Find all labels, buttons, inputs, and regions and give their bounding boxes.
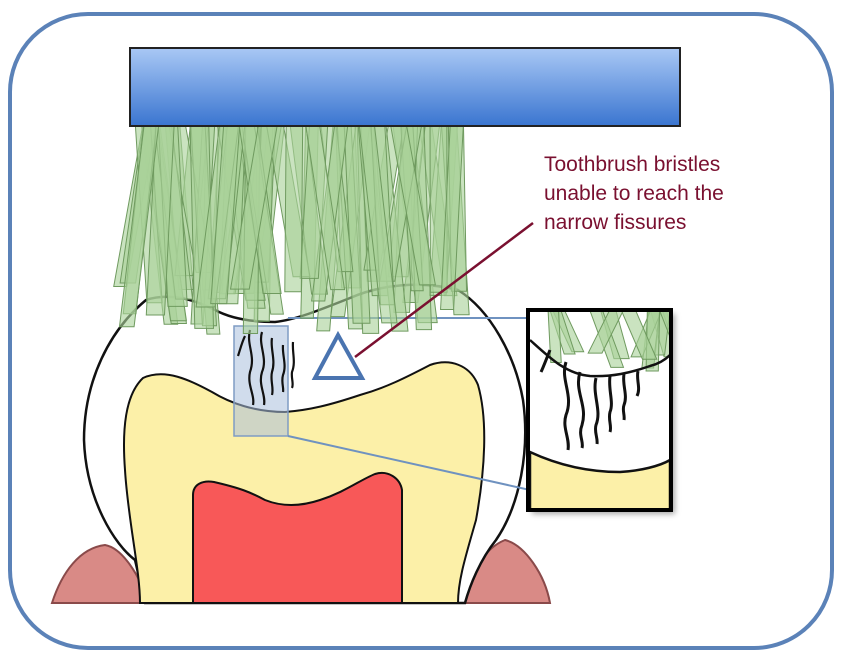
- toothbrush-head: [129, 47, 681, 127]
- bristle: [621, 312, 658, 360]
- outer-frame: [8, 12, 834, 650]
- zoom-connector-bottom: [287, 435, 531, 491]
- annotation-label: Toothbrush bristles unable to reach the …: [544, 153, 724, 234]
- triangle-marker: [311, 330, 366, 380]
- zoom-inset-border: [526, 308, 673, 512]
- zoom-inset-bristles: [547, 312, 670, 372]
- bristle: [284, 125, 304, 293]
- tooth-pulp: [192, 472, 403, 604]
- annotation-pointer-line: [354, 222, 534, 358]
- bristle: [547, 312, 562, 364]
- bristle: [587, 312, 624, 354]
- toothbrush-bristles: [113, 125, 470, 335]
- fissure-lines: [236, 329, 295, 406]
- zoom-inset-content: [530, 312, 670, 508]
